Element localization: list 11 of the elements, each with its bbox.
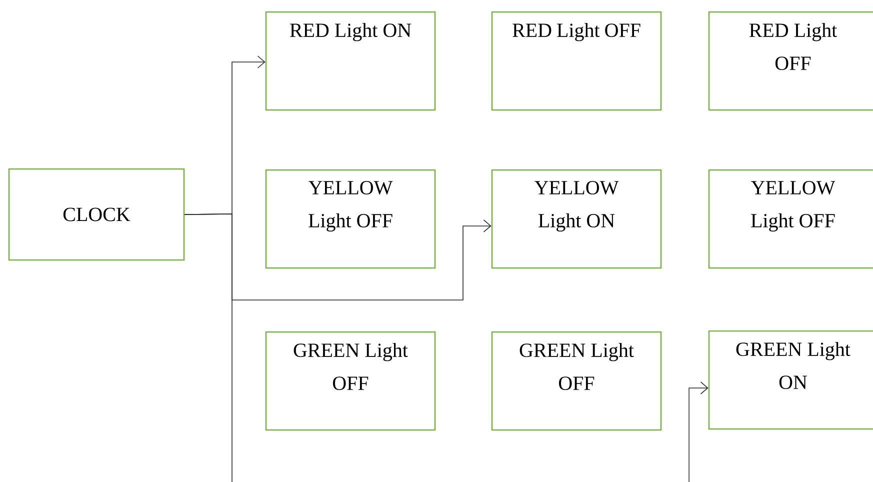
light-state-box: RED Light ON [265,11,436,111]
light-state-box: YELLOW Light OFF [265,169,436,269]
connector-arrow [688,382,708,482]
light-state-box: GREEN Light ON [708,330,873,430]
clock-box: CLOCK [8,168,185,261]
light-state-box: YELLOW Light ON [491,169,662,269]
light-state-box: RED Light OFF [491,11,662,111]
light-state-box: RED Light OFF [708,11,873,111]
light-state-box: GREEN Light OFF [491,331,662,431]
light-state-box: YELLOW Light OFF [708,169,873,269]
light-state-box: GREEN Light OFF [265,331,436,431]
